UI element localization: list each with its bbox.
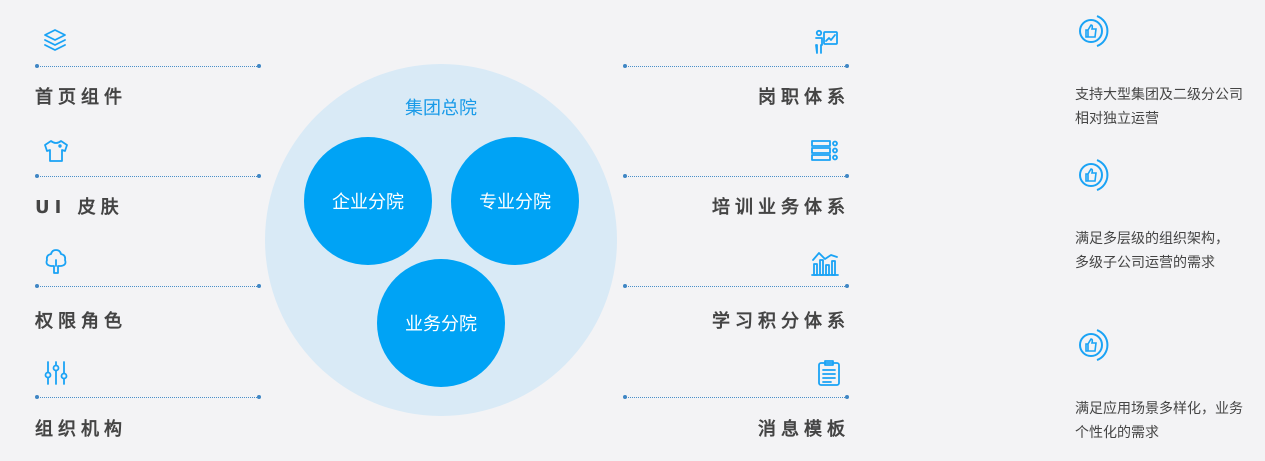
right-item-label[interactable]: 岗职体系 bbox=[758, 87, 850, 108]
feature-text: 支持大型集团及二级分公司相对独立运营 bbox=[1075, 87, 1243, 127]
left-item-label[interactable]: 首页组件 bbox=[35, 87, 127, 108]
divider bbox=[35, 64, 261, 68]
bar-chart-icon bbox=[810, 248, 840, 278]
right-item-label[interactable]: 消息模板 bbox=[758, 419, 850, 440]
presenter-icon bbox=[811, 27, 841, 57]
left-item-label[interactable]: UI 皮肤 bbox=[35, 197, 124, 218]
feature-text: 满足多层级的组织架构，多级子公司运营的需求 bbox=[1075, 231, 1229, 271]
branch-circle[interactable]: 企业分院 bbox=[304, 137, 432, 265]
right-item-label[interactable]: 学习积分体系 bbox=[712, 311, 850, 332]
divider bbox=[35, 174, 261, 178]
divider bbox=[35, 395, 261, 399]
thumbs-up-icon bbox=[1079, 159, 1109, 191]
divider bbox=[623, 284, 849, 288]
thumbs-up-icon bbox=[1079, 15, 1109, 47]
group-title: 集团总院 bbox=[405, 98, 477, 119]
divider bbox=[623, 174, 849, 178]
sliders-icon bbox=[41, 358, 71, 388]
tree-icon bbox=[41, 246, 71, 276]
tshirt-icon bbox=[41, 136, 71, 166]
feature-text: 满足应用场景多样化，业务个性化的需求 bbox=[1075, 401, 1243, 441]
divider bbox=[623, 64, 849, 68]
layers-icon bbox=[40, 26, 70, 56]
divider bbox=[623, 395, 849, 399]
list-icon bbox=[809, 136, 839, 166]
branch-circle[interactable]: 专业分院 bbox=[451, 137, 579, 265]
thumbs-up-icon bbox=[1079, 329, 1109, 361]
clipboard-icon bbox=[814, 358, 844, 388]
left-item-label[interactable]: 组织机构 bbox=[35, 419, 127, 440]
divider bbox=[35, 284, 261, 288]
branch-circle[interactable]: 业务分院 bbox=[377, 259, 505, 387]
left-item-label[interactable]: 权限角色 bbox=[35, 311, 127, 332]
right-item-label[interactable]: 培训业务体系 bbox=[712, 197, 850, 218]
